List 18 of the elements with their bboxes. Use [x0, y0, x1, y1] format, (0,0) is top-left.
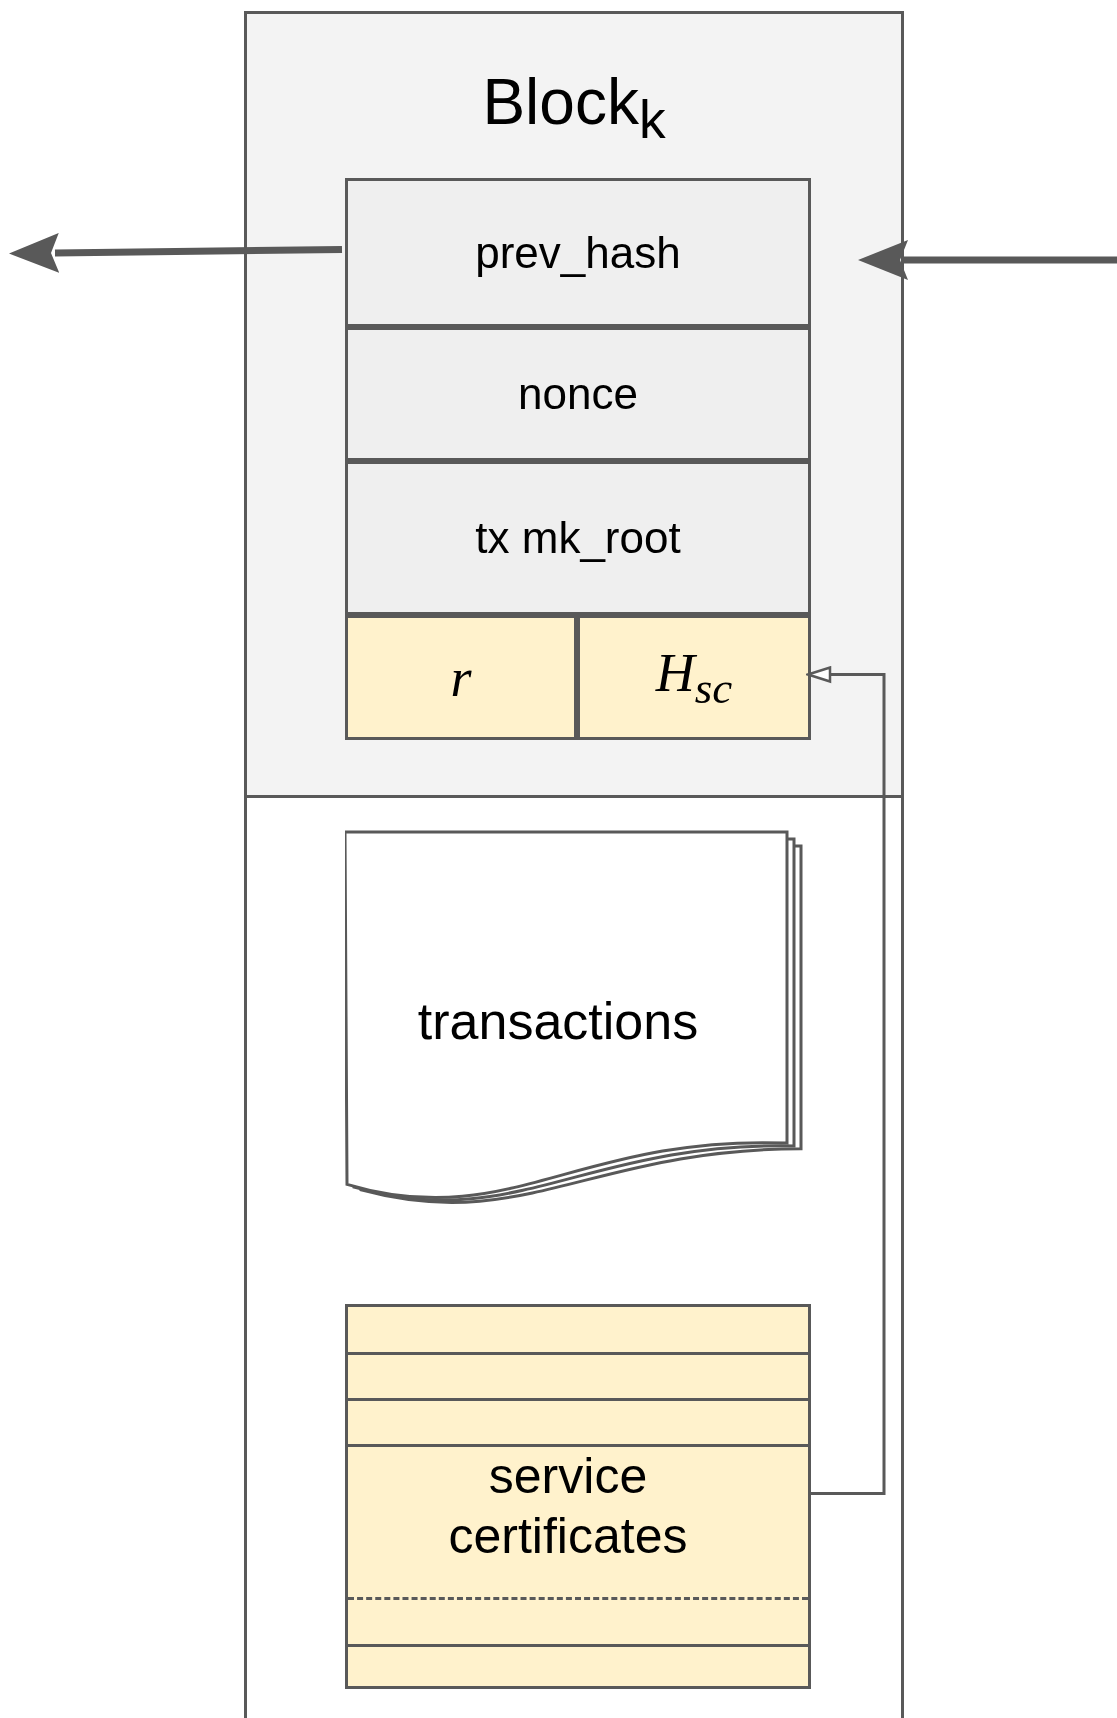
field-label: tx mk_root: [474, 511, 682, 564]
arrow: [9, 232, 343, 273]
field-label: r: [449, 646, 473, 710]
field-label: nonce: [517, 367, 639, 420]
field-cell: [345, 178, 811, 327]
arrow: [806, 666, 886, 1495]
block-frame: [244, 11, 904, 1718]
field-cell: [345, 327, 811, 461]
field-label: prev_hash: [474, 226, 682, 279]
field-label: H$_{sc}$: [654, 641, 734, 715]
field-label: service certificates: [447, 1447, 689, 1566]
arrow: [858, 240, 1117, 280]
block-title: Block$_{k}$: [481, 65, 667, 151]
field-cell: [345, 615, 577, 740]
field-cell: [345, 461, 811, 615]
field-label: transactions: [416, 991, 700, 1052]
field-cell: [577, 615, 811, 740]
record-stack: [345, 1304, 811, 1689]
